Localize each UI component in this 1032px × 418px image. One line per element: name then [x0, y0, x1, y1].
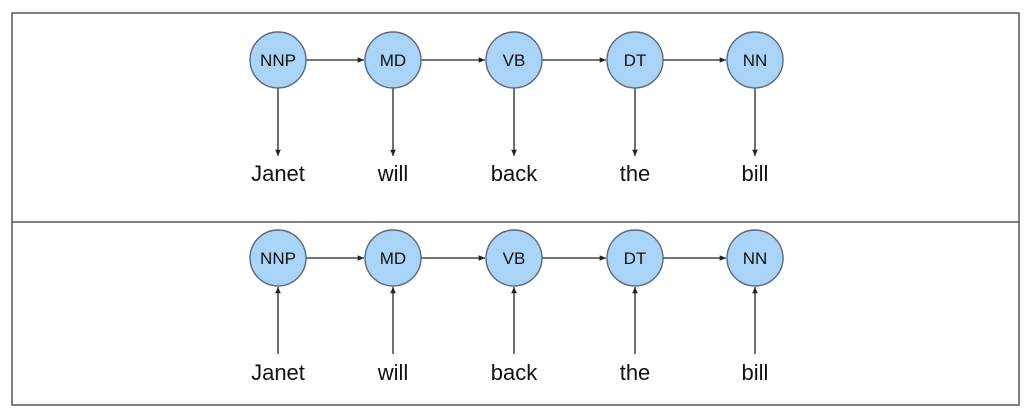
- tag-node-circle: [726, 229, 784, 287]
- word-label: will: [377, 360, 409, 385]
- tag-node-circle: [364, 31, 422, 89]
- tag-node-circle: [249, 229, 307, 287]
- word-label: back: [491, 161, 538, 186]
- tag-node: MD: [364, 31, 422, 89]
- tag-node-circle: [606, 31, 664, 89]
- tag-label: MD: [380, 51, 406, 70]
- tag-label: DT: [624, 51, 647, 70]
- word-label: Janet: [251, 161, 305, 186]
- tag-node: NN: [726, 229, 784, 287]
- word-label: Janet: [251, 360, 305, 385]
- tag-label: NNP: [260, 249, 296, 268]
- word-label: will: [377, 161, 409, 186]
- tag-node: VB: [485, 31, 543, 89]
- tag-node-circle: [726, 31, 784, 89]
- tag-label: NNP: [260, 51, 296, 70]
- word-label: the: [620, 360, 651, 385]
- word-label: back: [491, 360, 538, 385]
- tag-node-circle: [606, 229, 664, 287]
- word-label: the: [620, 161, 651, 186]
- tag-node: VB: [485, 229, 543, 287]
- tag-node: NNP: [249, 229, 307, 287]
- tag-label: VB: [503, 249, 526, 268]
- tag-node-circle: [485, 229, 543, 287]
- tag-node-circle: [485, 31, 543, 89]
- tag-node: NN: [726, 31, 784, 89]
- word-label: bill: [742, 360, 769, 385]
- tag-label: MD: [380, 249, 406, 268]
- tag-node: NNP: [249, 31, 307, 89]
- tag-node-circle: [249, 31, 307, 89]
- word-label: bill: [742, 161, 769, 186]
- tag-node: DT: [606, 31, 664, 89]
- tag-label: NN: [743, 249, 768, 268]
- tag-label: VB: [503, 51, 526, 70]
- tag-node: DT: [606, 229, 664, 287]
- panel-2: NNP MD VB DT NN Janet will back the bill: [249, 229, 784, 385]
- tag-node: MD: [364, 229, 422, 287]
- tag-label: DT: [624, 249, 647, 268]
- panel-1: NNP MD VB DT NN Janet will back the bill: [249, 31, 784, 186]
- tag-node-circle: [364, 229, 422, 287]
- tag-label: NN: [743, 51, 768, 70]
- outer-frame: [11, 12, 1020, 406]
